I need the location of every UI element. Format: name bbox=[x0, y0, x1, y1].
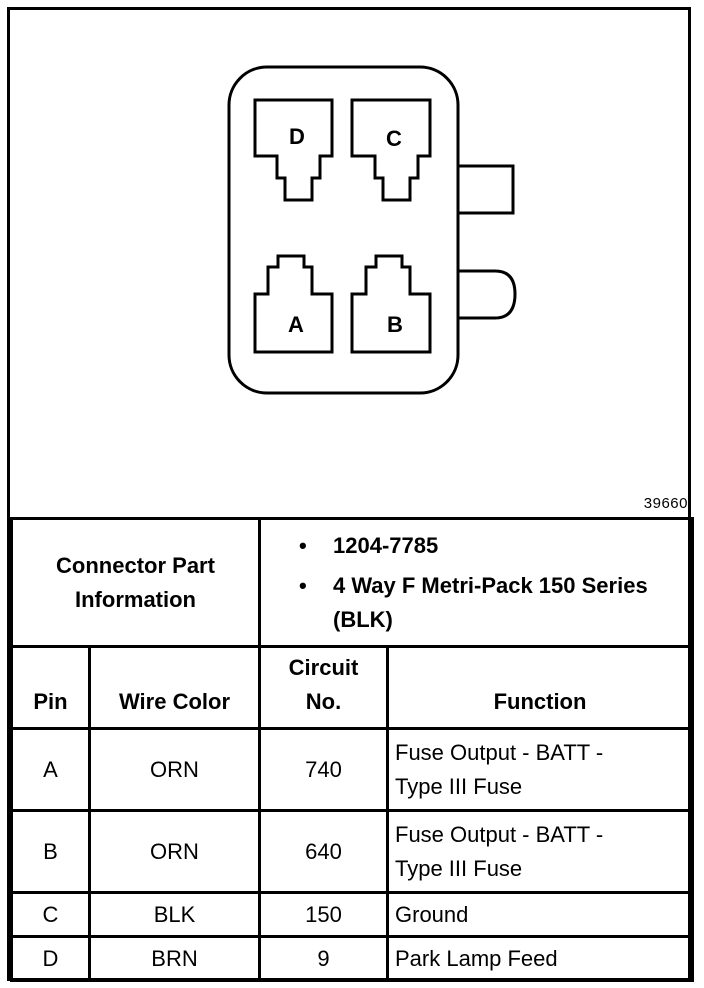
connector-latch-square bbox=[458, 164, 515, 215]
row-c-pin: C bbox=[10, 891, 91, 938]
row-b-function: Fuse Output - BATT - Type III Fuse bbox=[385, 809, 695, 894]
connector-part-list: 1204-7785 4 Way F Metri-Pack 150 Series … bbox=[261, 529, 691, 637]
table-row: C BLK 150 Ground bbox=[10, 891, 695, 938]
row-d-function: Park Lamp Feed bbox=[385, 935, 695, 982]
pin-b-label: B bbox=[387, 312, 403, 337]
connector-part-details: 1204-7785 4 Way F Metri-Pack 150 Series … bbox=[257, 517, 695, 648]
connector-diagram: D C A B bbox=[10, 10, 688, 516]
header-wire-color: Wire Color bbox=[88, 645, 261, 730]
row-c-function: Ground bbox=[385, 891, 695, 938]
connector-key-rounded bbox=[458, 269, 517, 320]
row-d-pin: D bbox=[10, 935, 91, 982]
connector-info-table: Connector Part Information 1204-7785 4 W… bbox=[10, 517, 695, 982]
table-row: D BRN 9 Park Lamp Feed bbox=[10, 935, 695, 982]
row-c-wire-color: BLK bbox=[88, 891, 261, 938]
connector-part-label: Connector Part Information bbox=[10, 517, 261, 648]
row-b-pin: B bbox=[10, 809, 91, 894]
pin-c-label: C bbox=[386, 126, 402, 151]
row-b-circuit: 640 bbox=[258, 809, 389, 894]
row-a-pin: A bbox=[10, 727, 91, 812]
header-circuit-no: Circuit No. bbox=[258, 645, 389, 730]
header-function: Function bbox=[385, 645, 695, 730]
connector-part-number: 1204-7785 bbox=[299, 529, 691, 563]
row-d-circuit: 9 bbox=[258, 935, 389, 982]
row-a-wire-color: ORN bbox=[88, 727, 261, 812]
pin-a-label: A bbox=[288, 312, 304, 337]
connector-face-view: D C A B bbox=[227, 65, 517, 395]
figure-number: 39660 bbox=[643, 495, 688, 512]
row-d-wire-color: BRN bbox=[88, 935, 261, 982]
connector-part-series: 4 Way F Metri-Pack 150 Series (BLK) bbox=[299, 569, 691, 637]
table-row: B ORN 640 Fuse Output - BATT - Type III … bbox=[10, 809, 695, 894]
pin-c-cavity bbox=[350, 98, 432, 202]
table-header-row: Pin Wire Color Circuit No. Function bbox=[10, 645, 695, 730]
row-c-circuit: 150 bbox=[258, 891, 389, 938]
row-b-wire-color: ORN bbox=[88, 809, 261, 894]
pin-d-cavity bbox=[253, 98, 334, 202]
pin-a-cavity bbox=[253, 254, 334, 354]
connector-part-row: Connector Part Information 1204-7785 4 W… bbox=[10, 517, 695, 648]
row-a-circuit: 740 bbox=[258, 727, 389, 812]
pin-b-cavity bbox=[350, 254, 432, 354]
row-a-function: Fuse Output - BATT - Type III Fuse bbox=[385, 727, 695, 812]
pin-d-label: D bbox=[289, 124, 305, 149]
table-row: A ORN 740 Fuse Output - BATT - Type III … bbox=[10, 727, 695, 812]
connector-body bbox=[227, 65, 460, 395]
header-pin: Pin bbox=[10, 645, 91, 730]
